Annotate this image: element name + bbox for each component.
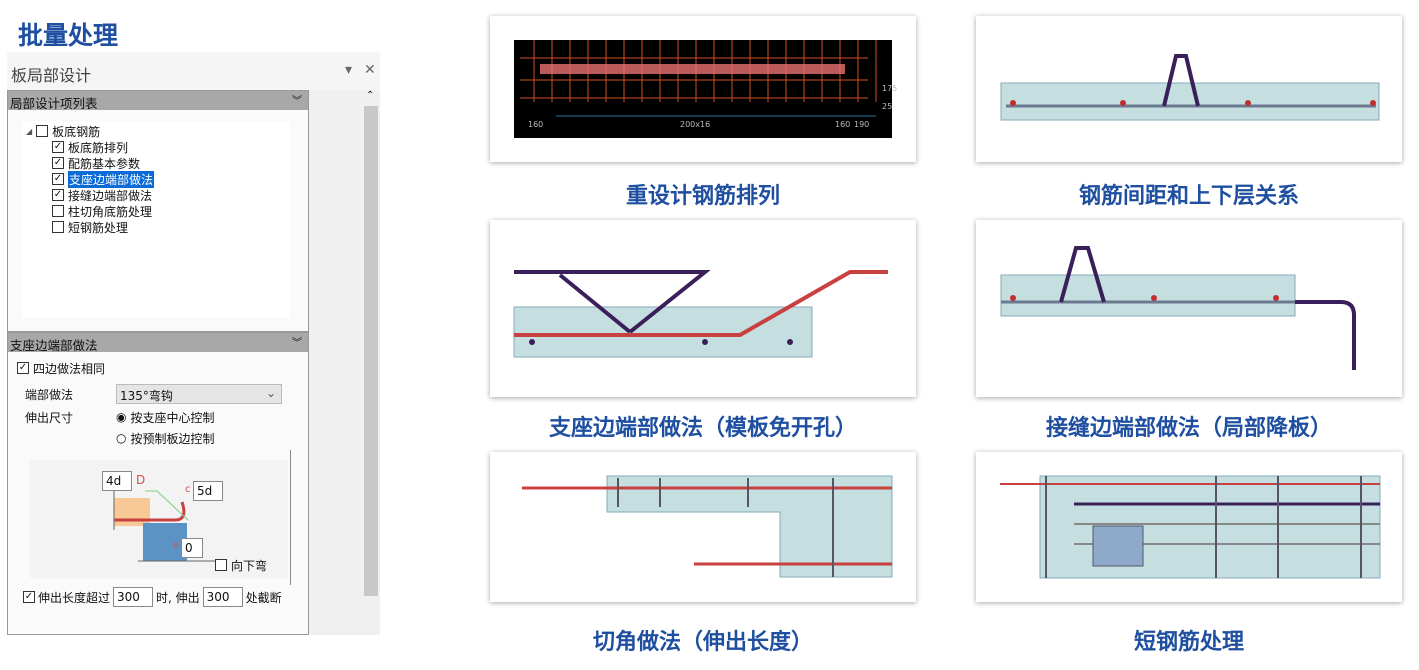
checkbox[interactable]: [52, 221, 64, 233]
radio-label: 按预制板边控制: [130, 431, 215, 446]
card-caption: 支座边端部做法（模板免开孔）: [548, 416, 857, 441]
card-caption: 切角做法（伸出长度）: [592, 630, 813, 655]
tree-item[interactable]: 柱切角底筋处理: [52, 203, 152, 219]
end-detail-diagram: 4d D c 5d a 0 向下弯: [30, 460, 288, 578]
tree-label: 柱切角底筋处理: [68, 204, 153, 219]
checkbox-label: 向下弯: [231, 558, 268, 573]
tree-label: 板底钢筋: [52, 124, 101, 139]
card-joint-end: [976, 220, 1402, 397]
close-icon[interactable]: ✕: [364, 62, 376, 78]
scroll-up-icon[interactable]: ⌃: [366, 90, 375, 101]
checkbox-label: 四边做法相同: [33, 361, 106, 376]
card-short-rebar: [976, 452, 1402, 602]
tree-label: 支座边端部做法: [68, 170, 155, 188]
section-header[interactable]: 局部设计项列表 ︾: [8, 91, 308, 111]
checkbox[interactable]: [36, 125, 49, 137]
slab-diagram: [1000, 54, 1380, 121]
section-title: 支座边端部做法: [10, 338, 98, 353]
checkbox[interactable]: ✓: [52, 189, 64, 201]
bend-down-checkbox[interactable]: 向下弯: [215, 557, 267, 573]
radio-label: 按支座中心控制: [130, 410, 215, 425]
dim-label: 160: [528, 120, 544, 129]
cutoff-threshold-input[interactable]: 300: [113, 587, 154, 607]
page-title: 批量处理: [18, 21, 119, 50]
card-corner-cut: [490, 452, 916, 602]
extend-size-label: 伸出尺寸: [25, 411, 74, 425]
cutoff-label: 伸出长度超过: [38, 590, 111, 605]
collapse-icon[interactable]: ︾: [292, 338, 302, 349]
tree-item[interactable]: 短钢筋处理: [52, 219, 128, 235]
checkbox[interactable]: ✓: [52, 141, 64, 153]
slab-diagram: [1000, 246, 1356, 370]
radio-selected-icon: ◉: [116, 410, 127, 424]
design-list-section: 局部设计项列表 ︾ ◢ 板底钢筋 ✓ 板底筋排列 ✓ 配筋基本参数 ✓ 支座边端部做法 ✓…: [7, 90, 309, 332]
tree-label: 短钢筋处理: [68, 220, 129, 235]
dim-label: 200x16: [680, 120, 711, 129]
c-value-input[interactable]: 5d: [193, 481, 223, 501]
section-header[interactable]: 支座边端部做法 ︾: [8, 333, 308, 353]
slab-local-design-panel: 板局部设计 ▾ ✕ 局部设计项列表 ︾ ◢ 板底钢筋 ✓ 板底筋排列 ✓ 配筋基本参数 …: [7, 52, 380, 635]
cutoff-end-label: 处截断: [245, 590, 282, 605]
tree-label: 接缝边端部做法: [68, 188, 153, 203]
radio-center-control[interactable]: ◉按支座中心控制: [116, 409, 215, 425]
end-method-select[interactable]: 135°弯钩 ⌄: [116, 384, 282, 404]
end-method-section: 支座边端部做法 ︾ ✓ 四边做法相同 端部做法 135°弯钩 ⌄ 伸出尺寸 ◉按支座中…: [7, 332, 309, 635]
d-label: D: [136, 473, 146, 487]
a-value-input[interactable]: 0: [181, 538, 203, 558]
slab-diagram: [1000, 475, 1381, 579]
card-caption: 钢筋间距和上下层关系: [1078, 184, 1299, 209]
scrollbar-thumb[interactable]: [364, 106, 378, 596]
dim-label: 160: [835, 120, 851, 129]
c-label: c: [185, 484, 191, 495]
card-spacing: [976, 16, 1402, 162]
card-rebar-layout: 160 200x16 160 190 175 25: [490, 16, 916, 162]
expand-icon[interactable]: ◢: [26, 126, 33, 136]
dropdown-icon[interactable]: ▾: [345, 62, 353, 78]
cad-drawing: [514, 40, 892, 138]
checkbox: [215, 559, 227, 571]
tree-view: ◢ 板底钢筋 ✓ 板底筋排列 ✓ 配筋基本参数 ✓ 支座边端部做法 ✓ 接缝边端部做法 柱…: [22, 121, 290, 317]
tree-item[interactable]: ✓ 支座边端部做法: [52, 170, 155, 188]
a-label: a: [173, 540, 180, 551]
collapse-icon[interactable]: ︾: [292, 96, 302, 107]
panel-header: 板局部设计: [7, 52, 380, 90]
card-caption: 重设计钢筋排列: [625, 184, 780, 209]
chevron-down-icon: ⌄: [265, 386, 276, 400]
panel-title: 板局部设计: [11, 66, 92, 85]
checkbox[interactable]: ✓: [52, 173, 64, 185]
section-title: 局部设计项列表: [10, 96, 98, 111]
card-support-end: [490, 220, 916, 397]
radio-edge-control[interactable]: ○按预制板边控制: [116, 430, 215, 446]
tree-label: 板底筋排列: [68, 140, 129, 155]
cutoff-checkbox[interactable]: ✓: [23, 591, 35, 603]
end-method-label: 端部做法: [25, 388, 74, 402]
cutoff-length-input[interactable]: 300: [202, 587, 243, 607]
cutoff-row: ✓ 伸出长度超过 300 时, 伸出 300 处截断: [23, 587, 282, 607]
slab-diagram: [522, 475, 893, 578]
checkbox: ✓: [17, 362, 29, 374]
radio-icon: ○: [116, 431, 127, 445]
dim-label: 25: [882, 102, 893, 111]
dim-label: 190: [854, 120, 870, 129]
checkbox[interactable]: [52, 205, 64, 217]
vertical-scrollbar[interactable]: ⌃: [362, 90, 380, 635]
card-caption: 接缝边端部做法（局部降板）: [1045, 416, 1332, 441]
slab-diagram: [513, 270, 888, 358]
checkbox[interactable]: ✓: [52, 157, 64, 169]
tree-root[interactable]: ◢ 板底钢筋: [26, 123, 100, 139]
tree-item[interactable]: ✓ 板底筋排列: [52, 139, 128, 155]
select-value: 135°弯钩: [120, 389, 173, 403]
cutoff-mid-label: 时, 伸出: [156, 590, 200, 605]
tree-item[interactable]: ✓ 接缝边端部做法: [52, 187, 152, 203]
tree-item[interactable]: ✓ 配筋基本参数: [52, 155, 140, 171]
same-four-sides-checkbox[interactable]: ✓ 四边做法相同: [17, 360, 105, 376]
dim-label: 175: [882, 84, 898, 93]
d-value-input[interactable]: 4d: [102, 471, 132, 491]
tree-label: 配筋基本参数: [68, 156, 141, 171]
card-caption: 短钢筋处理: [1133, 630, 1244, 655]
